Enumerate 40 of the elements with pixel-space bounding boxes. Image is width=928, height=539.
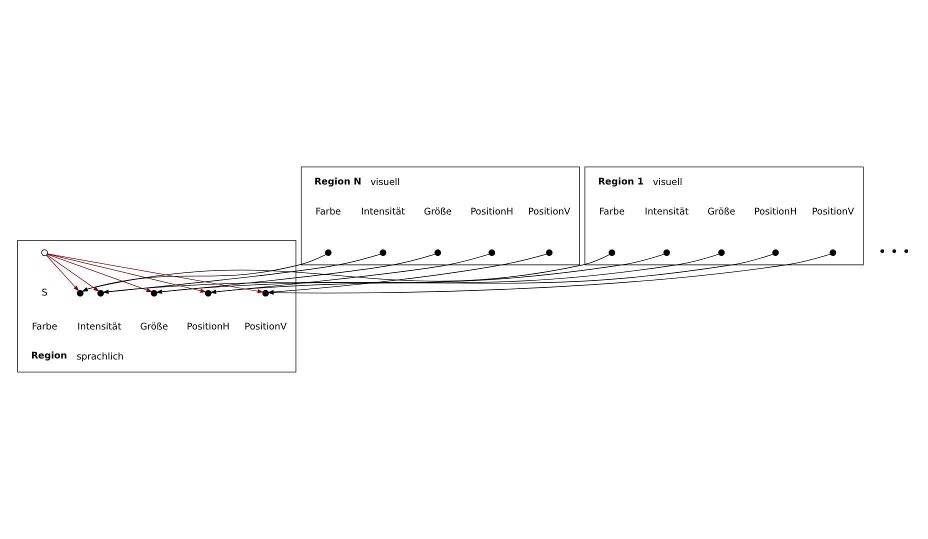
node-label: S — [42, 288, 48, 299]
node-circle — [380, 249, 386, 256]
arrow — [47, 254, 264, 294]
node-label: PositionV — [528, 206, 570, 218]
node-label: PositionV — [244, 321, 287, 332]
node-label: PositionH — [470, 206, 514, 218]
node-circle — [97, 290, 104, 297]
node-label: Farbe — [32, 321, 58, 332]
node-circle — [324, 249, 332, 256]
node-circle — [76, 290, 84, 297]
arrow — [82, 254, 326, 292]
node-circle — [718, 249, 725, 256]
node-label: Farbe — [316, 206, 341, 218]
arrow — [47, 254, 206, 293]
node-label: PositionH — [754, 206, 797, 218]
arrow — [82, 254, 610, 292]
node-circle — [41, 249, 48, 256]
node-label: Farbe — [599, 206, 625, 218]
node-circle — [150, 290, 158, 297]
node-label: Größe — [424, 206, 452, 218]
node-circle — [434, 249, 442, 256]
node-circle — [663, 249, 670, 256]
node-circle — [772, 249, 779, 256]
node-circle — [830, 249, 836, 256]
label: • • • — [878, 244, 910, 260]
node-label: Intensität — [361, 206, 405, 218]
node-label: PositionV — [812, 206, 854, 218]
node-label: Größe — [708, 206, 736, 218]
arrow — [46, 254, 100, 292]
node-circle — [488, 249, 496, 256]
node-circle — [204, 290, 212, 297]
node-label: Intensität — [644, 206, 689, 218]
node-circle — [546, 249, 553, 256]
node-label: PositionH — [186, 321, 230, 332]
node-circle — [608, 249, 616, 256]
arrow — [46, 254, 80, 292]
node-circle — [262, 290, 269, 297]
arrow — [46, 254, 152, 292]
node-label: Intensität — [77, 321, 122, 332]
node-label: Größe — [140, 321, 168, 332]
